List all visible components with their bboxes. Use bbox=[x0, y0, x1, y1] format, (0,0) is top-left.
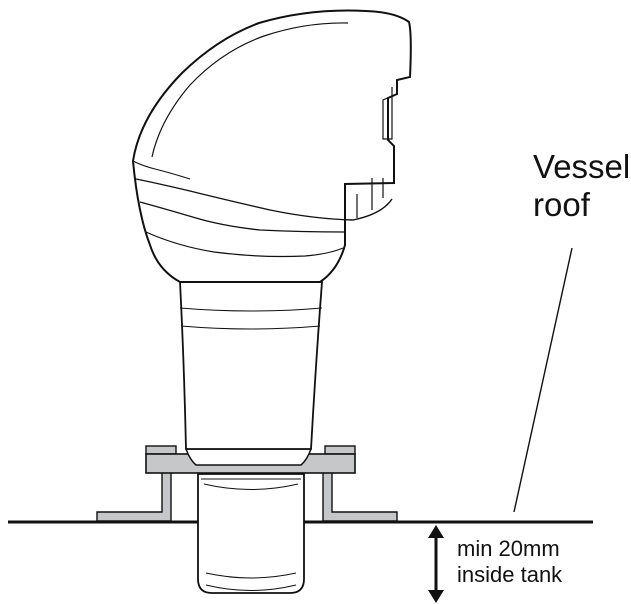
thread-ring-lower bbox=[205, 572, 297, 579]
minimum-clearance-label-line-1: min 20mm bbox=[457, 536, 560, 561]
housing-rear-notch bbox=[382, 87, 393, 140]
clearance-arrow-head-bottom bbox=[428, 590, 444, 603]
left-bracket bbox=[96, 469, 172, 522]
sensor-assembly bbox=[131, 9, 412, 594]
housing-top-edge bbox=[132, 160, 191, 180]
thread-body bbox=[197, 473, 305, 594]
clearance-arrow-head-top bbox=[428, 525, 444, 538]
thread-bottom-cap bbox=[205, 584, 297, 591]
neck-body bbox=[179, 281, 323, 450]
neck-ring-lower bbox=[180, 325, 321, 330]
neck-collar bbox=[184, 448, 313, 466]
clearance-dimension-arrow bbox=[428, 525, 444, 603]
minimum-clearance-label-line-2: inside tank bbox=[457, 562, 563, 588]
housing-lid-edge bbox=[135, 178, 393, 221]
housing-front-curve bbox=[151, 22, 349, 158]
sensor-housing bbox=[131, 9, 412, 283]
vessel-roof-label-line-1: Vessel bbox=[533, 148, 631, 185]
minimum-clearance-label: min 20mm inside tank bbox=[457, 536, 562, 589]
neck-ring-upper bbox=[179, 307, 323, 312]
vessel-roof-leader bbox=[513, 247, 573, 513]
housing-lid-underside bbox=[139, 201, 346, 233]
housing-main bbox=[131, 9, 412, 283]
right-flange-lip bbox=[324, 445, 356, 455]
vessel-roof-label-line-2: roof bbox=[533, 185, 590, 223]
housing-rear-step bbox=[356, 178, 384, 218]
sensor-neck bbox=[179, 281, 323, 466]
thread-ring-upper bbox=[203, 483, 299, 490]
left-flange-lip bbox=[145, 445, 177, 455]
right-bracket bbox=[322, 469, 398, 522]
threaded-process-connection bbox=[197, 473, 305, 594]
housing-transition-line bbox=[145, 231, 344, 258]
vessel-roof-label: Vessel roof bbox=[533, 148, 630, 224]
